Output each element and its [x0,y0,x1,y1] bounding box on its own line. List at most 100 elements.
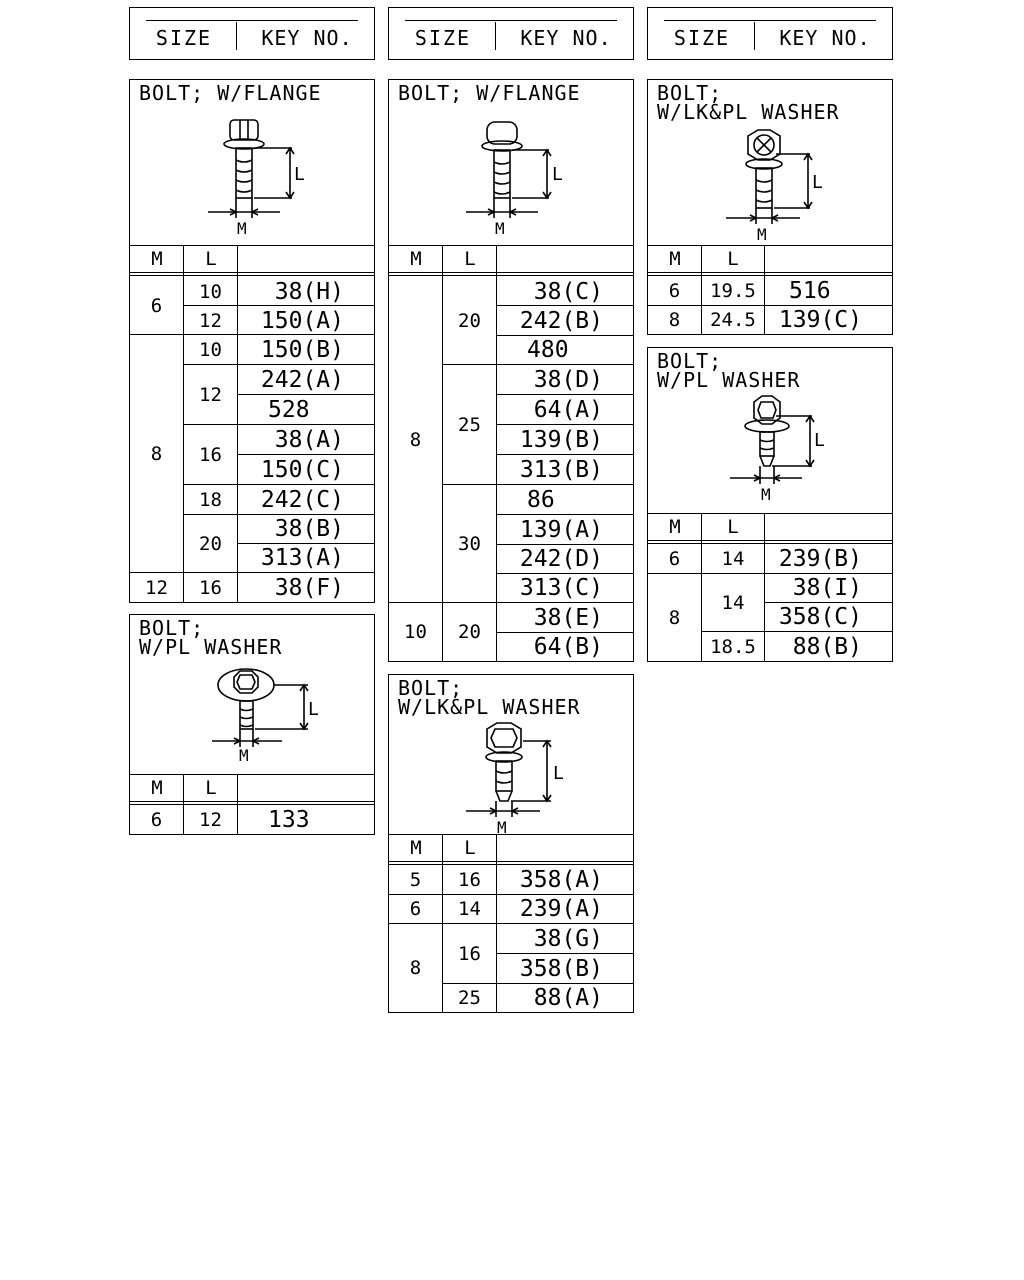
header-key-label: KEY NO. [261,26,353,50]
key-cell: 38(E) [533,604,603,631]
cell-l: 16 [199,443,222,466]
panel-bolt-pl-washer-2: BOLT; W/PL WASHER L M M L 6 14 239(B) 8 … [647,347,893,662]
cell-l: 25 [458,413,481,436]
header-size-label: SIZE [155,26,213,50]
cell-l: 16 [458,869,481,891]
panel-bolt-lkpl-washer-2: BOLT; W/LK&PL WASHER L M M L 5 16 358(A)… [388,674,634,1013]
panel-bolt-flange-1: BOLT; W/FLANGE L M M L 6 8 12 10 12 10 1… [129,79,375,603]
header-box-1: SIZE KEY NO. [129,7,375,60]
key-cell: 358(B) [519,955,603,982]
bolt-lkpl-washer-drawing: L M [726,129,823,244]
key-cell: 242(B) [519,307,603,334]
cell-m: 8 [668,606,681,629]
panel-title: BOLT; W/FLANGE [139,81,322,105]
col-header-m: M [410,837,422,859]
header-divider [236,22,237,50]
header-size-label: SIZE [414,26,472,50]
cell-m: 5 [409,869,422,891]
cell-l: 18.5 [710,635,756,658]
col-header-m: M [410,248,422,270]
key-cell: 516 [789,278,831,304]
dim-l-label: L [553,763,564,784]
header-rule [664,20,876,21]
cell-l: 20 [458,621,481,643]
cell-l: 25 [458,987,481,1009]
key-cell: 38(D) [533,366,603,393]
dim-m-label: M [761,485,771,504]
dim-l-label: L [308,699,319,720]
cell-m: 6 [668,548,681,570]
key-cell: 358(A) [519,867,603,893]
dim-l-label: L [812,172,823,193]
bolt-flange-drawing: L M [208,119,305,238]
key-cell: 150(B) [260,336,344,363]
cell-l: 16 [199,577,222,599]
panel-title: BOLT; W/PL WASHER [657,349,801,392]
cell-m: 6 [150,295,163,317]
cell-l: 30 [458,532,481,555]
col-header-l: L [727,516,739,538]
dim-m-label: M [757,225,767,244]
cell-m: 10 [404,621,427,643]
cell-m: 6 [150,809,163,831]
cell-m: 6 [409,898,422,920]
key-cell: 480 [527,337,569,363]
col-header-m: M [151,777,163,799]
col-header-l: L [464,248,476,270]
key-cell: 358(C) [778,604,862,630]
header-size-label: SIZE [673,26,731,50]
header-divider [754,22,755,50]
key-cell: 313(C) [519,575,603,601]
key-cell: 133 [268,807,310,833]
key-cell: 38(C) [533,278,603,305]
cell-m: 8 [150,442,163,465]
cell-l: 24.5 [710,309,756,331]
dim-m-label: M [237,219,247,238]
cell-l: 12 [199,309,222,332]
cell-l: 16 [458,942,481,965]
key-cell: 313(A) [260,545,344,571]
cell-m: 8 [409,428,422,451]
cell-l: 12 [199,383,222,406]
key-cell: 38(H) [274,278,344,305]
key-cell: 139(B) [519,426,603,453]
col-header-m: M [669,248,681,270]
bolt-pl-washer-drawing: L M [730,395,825,504]
panel-title: BOLT; W/PL WASHER [139,616,283,659]
cell-l: 12 [199,809,222,831]
key-cell: 88(B) [792,633,862,660]
key-cell: 64(B) [533,634,603,660]
cell-m: 8 [668,309,681,331]
key-cell: 242(A) [260,366,344,393]
key-cell: 64(A) [533,396,603,423]
header-rule [405,20,617,21]
dim-l-label: L [294,164,305,185]
cell-m: 12 [145,577,168,599]
bolt-pl-washer-drawing: L M [212,668,319,765]
key-cell: 38(F) [274,575,344,601]
dim-m-label: M [239,746,249,765]
header-key-label: KEY NO. [520,26,612,50]
panel-bolt-pl-washer-1: BOLT; W/PL WASHER L M M L 6 12 133 [129,614,375,835]
panel-title: BOLT; W/LK&PL WASHER [398,676,581,719]
cell-l: 10 [199,338,222,361]
cell-l: 14 [721,591,745,614]
panel-bolt-lkpl-washer-1: BOLT; W/LK&PL WASHER L M M L 6 19.5 516 … [647,79,893,335]
dim-m-label: M [497,818,507,837]
panel-title: BOLT; W/LK&PL WASHER [657,81,840,124]
cell-l: 14 [458,898,481,920]
cell-l: 14 [721,548,745,570]
key-cell: 239(A) [519,896,603,922]
col-header-l: L [464,837,476,859]
bolt-flange-drawing: L M [466,121,563,238]
key-cell: 139(C) [778,307,862,333]
key-cell: 38(B) [274,516,344,542]
key-cell: 150(C) [260,456,344,483]
panel-title: BOLT; W/FLANGE [398,81,581,105]
cell-m: 6 [668,280,681,302]
key-cell: 313(B) [519,456,603,483]
col-header-l: L [205,777,217,799]
key-cell: 242(C) [260,486,344,513]
header-divider [495,22,496,50]
cell-l: 19.5 [710,280,756,302]
